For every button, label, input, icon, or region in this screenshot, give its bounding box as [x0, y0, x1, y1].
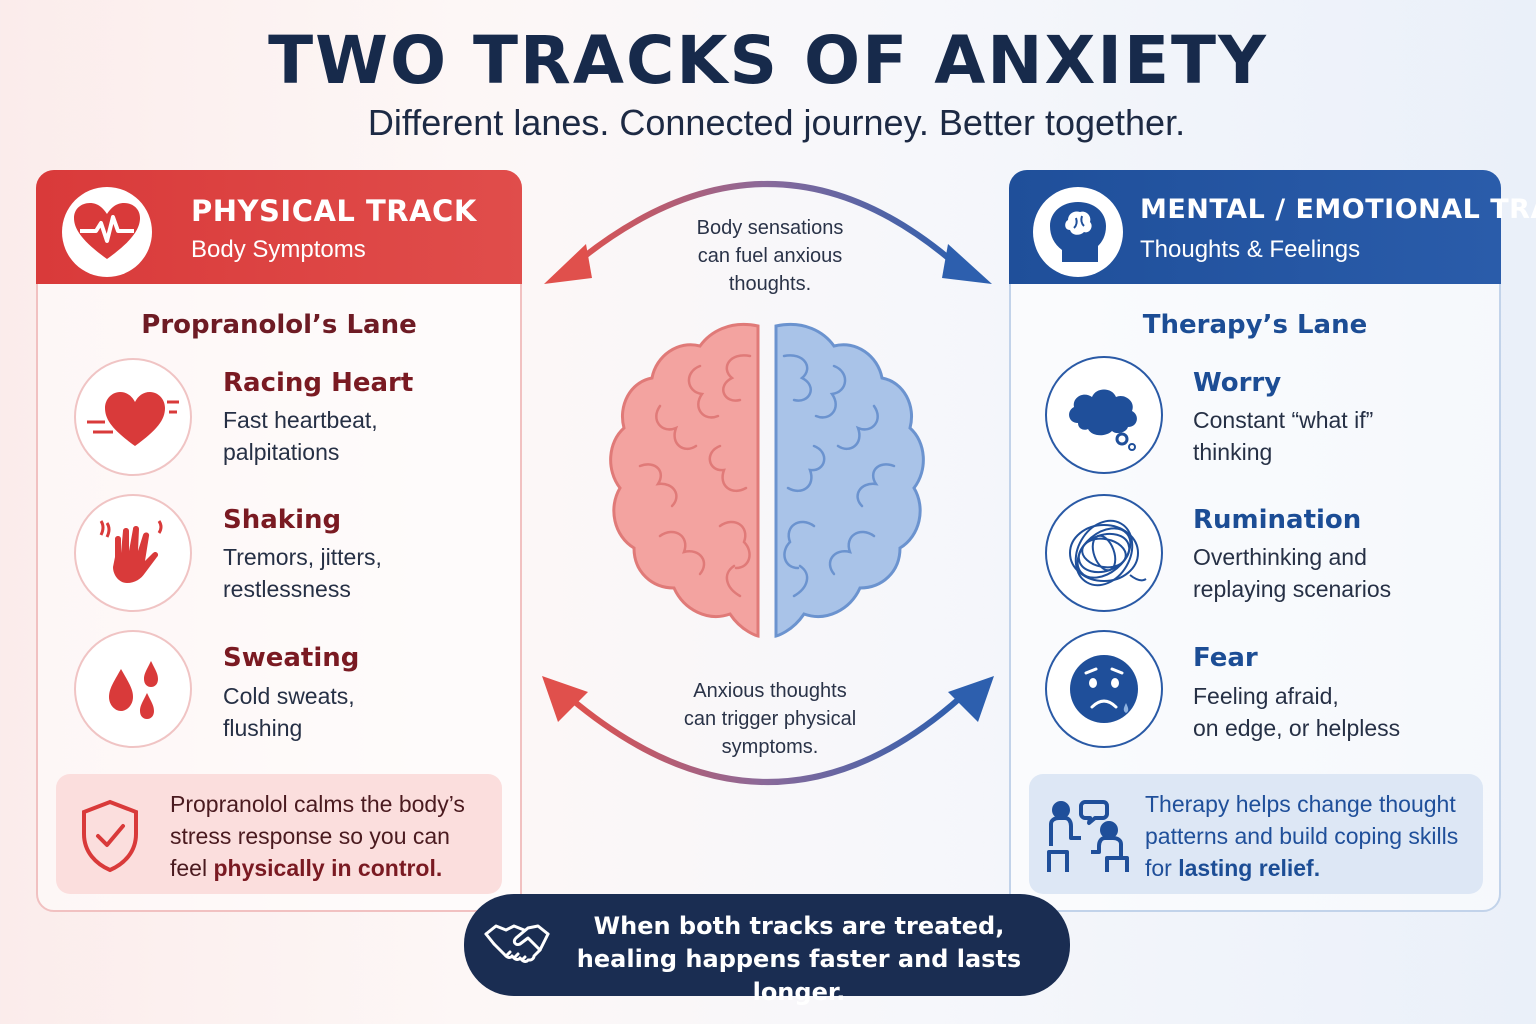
propranolol-callout-text: Propranolol calms the body’s stress resp…	[170, 788, 490, 884]
tangled-scribble-icon	[1045, 494, 1163, 612]
shaking-desc: Tremors, jitters, restlessness	[223, 541, 483, 605]
therapy-callout-text: Therapy helps change thought patterns an…	[1145, 788, 1465, 884]
sweating-desc-line2: flushing	[223, 715, 303, 741]
brain-right-hemisphere	[774, 322, 925, 638]
brain-icon	[609, 322, 925, 638]
footer-banner: When both tracks are treated, healing ha…	[464, 894, 1070, 1006]
fear-desc-line1: Feeling afraid,	[1193, 683, 1339, 709]
sweating-desc-line1: Cold sweats,	[223, 683, 355, 709]
top-connection-line1: Body sensations	[696, 217, 844, 239]
worry-desc-line1: Constant “what if”	[1193, 407, 1374, 433]
rumination-desc-line1: Overthinking and	[1193, 544, 1367, 570]
propranolol-callout-body: Propranolol calms the body’s stress resp…	[170, 791, 465, 881]
bottom-connection-line3: symptoms.	[721, 736, 819, 758]
top-arc-arrow	[568, 181, 962, 271]
rumination-desc-line2: replaying scenarios	[1193, 576, 1392, 602]
top-connection-line3: thoughts.	[728, 273, 812, 295]
propranolol-callout: Propranolol calms the body’s stress resp…	[56, 774, 502, 894]
therapy-callout: Therapy helps change thought patterns an…	[1029, 774, 1483, 894]
fear-desc-line2: on edge, or helpless	[1193, 715, 1401, 741]
physical-track-header: PHYSICAL TRACK Body Symptoms	[36, 170, 522, 284]
worry-title: Worry	[1193, 368, 1282, 398]
mental-track-header: MENTAL / EMOTIONAL TRACK Thoughts & Feel…	[1009, 170, 1536, 284]
racing-heart-desc-line1: Fast heartbeat,	[223, 407, 378, 433]
mental-track-subtitle: Thoughts & Feelings	[1140, 236, 1361, 263]
physical-track-subtitle: Body Symptoms	[191, 236, 366, 263]
propranolol-lane-title: Propranolol’s Lane	[141, 310, 417, 340]
top-connection-text: Body sensations can fuel anxious thought…	[640, 214, 900, 298]
brain-left-folds	[638, 354, 752, 598]
rumination-desc: Overthinking and replaying scenarios	[1193, 541, 1473, 605]
footer-line2: healing happens faster and lasts longer.	[576, 945, 1022, 1006]
mental-track-title: MENTAL / EMOTIONAL TRACK	[1140, 194, 1536, 225]
page-title: TWO TRACKS OF ANXIETY	[268, 22, 1268, 99]
head-brain-icon	[1033, 187, 1123, 277]
sweating-title: Sweating	[223, 643, 360, 673]
physical-track-panel: PHYSICAL TRACK Body Symptoms Propranolol…	[36, 170, 522, 912]
shaking-desc-line1: Tremors, jitters,	[223, 544, 382, 570]
fear-desc: Feeling afraid, on edge, or helpless	[1193, 680, 1473, 744]
worried-face-icon	[1045, 630, 1163, 748]
bottom-arc-arrow	[568, 695, 962, 785]
fear-title: Fear	[1193, 643, 1258, 673]
shaking-hand-icon	[74, 494, 192, 612]
worry-desc: Constant “what if” thinking	[1193, 404, 1473, 468]
sweat-drops-icon	[74, 630, 192, 748]
therapy-session-icon	[1043, 796, 1133, 881]
physical-track-title: PHYSICAL TRACK	[191, 194, 477, 228]
rumination-title: Rumination	[1193, 505, 1362, 535]
bottom-connection-line1: Anxious thoughts	[693, 680, 847, 702]
thought-cloud-icon	[1045, 356, 1163, 474]
page-subtitle: Different lanes. Connected journey. Bett…	[367, 102, 1186, 143]
shield-check-icon	[78, 798, 142, 879]
therapy-lane-title: Therapy’s Lane	[1142, 310, 1368, 340]
heartbeat-icon	[62, 187, 152, 277]
top-connection-line2: can fuel anxious	[697, 245, 843, 267]
brain-left-hemisphere	[609, 322, 760, 638]
sweating-desc: Cold sweats, flushing	[223, 680, 483, 744]
propranolol-callout-bold: physically in control.	[213, 855, 443, 881]
mental-track-panel: MENTAL / EMOTIONAL TRACK Thoughts & Feel…	[1009, 170, 1536, 912]
footer-message: When both tracks are treated, healing ha…	[554, 910, 1044, 1009]
racing-heart-desc-line2: palpitations	[223, 439, 340, 465]
bottom-connection-text: Anxious thoughts can trigger physical sy…	[640, 677, 900, 761]
therapy-callout-bold: lasting relief.	[1178, 855, 1321, 881]
racing-heart-icon	[74, 358, 192, 476]
footer-line1: When both tracks are treated,	[593, 912, 1005, 940]
therapy-callout-body: Therapy helps change thought patterns an…	[1145, 791, 1459, 881]
brain-right-folds	[782, 354, 896, 598]
racing-heart-desc: Fast heartbeat, palpitations	[223, 404, 483, 468]
worry-desc-line2: thinking	[1193, 439, 1273, 465]
top-arrowhead-left	[544, 244, 592, 284]
bottom-arrowhead-left	[542, 676, 588, 722]
shaking-title: Shaking	[223, 505, 342, 535]
top-arrowhead-right	[942, 244, 992, 284]
bottom-connection-line2: can trigger physical	[683, 708, 857, 730]
bottom-arrowhead-right	[948, 676, 994, 722]
shaking-desc-line2: restlessness	[223, 576, 351, 602]
racing-heart-title: Racing Heart	[223, 368, 414, 398]
cycle-arrows	[542, 181, 994, 785]
handshake-icon	[484, 916, 550, 977]
